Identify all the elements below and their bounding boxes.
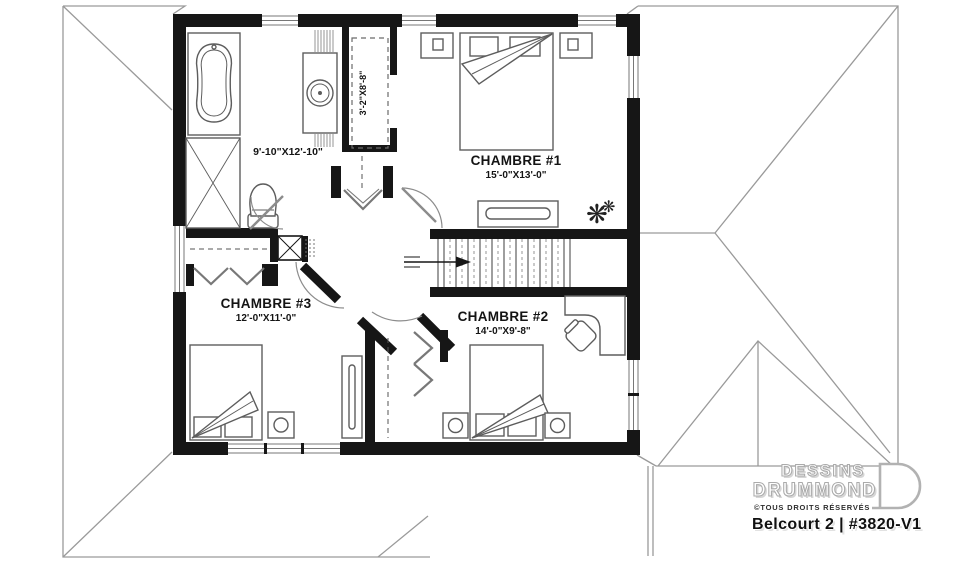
shower-icon bbox=[185, 137, 241, 229]
room-dims-chambre3: 12'-0"X11'-0" bbox=[235, 313, 297, 324]
bifold-doors bbox=[193, 188, 434, 397]
hall-closet-bifold bbox=[193, 267, 265, 286]
nightstand-icon bbox=[267, 411, 295, 439]
bed-icon-chambre3 bbox=[189, 344, 263, 441]
angled-walls bbox=[299, 262, 456, 356]
bathroom bbox=[185, 30, 338, 229]
plumbing-hatch bbox=[314, 30, 334, 147]
roof-outline bbox=[62, 5, 899, 558]
windows bbox=[173, 14, 640, 455]
window-top-chambre1-right bbox=[578, 14, 616, 27]
nightstand-icon bbox=[442, 412, 571, 439]
tall-dresser-icon bbox=[341, 355, 363, 439]
chambre3-furniture bbox=[189, 344, 363, 441]
logo-dessins: DESSINS bbox=[780, 461, 866, 480]
bathroom-dims: 9'-10"X12'-10" bbox=[253, 146, 323, 158]
nightstand-icon bbox=[420, 32, 593, 59]
chambre3-door-arc bbox=[295, 261, 345, 309]
plan-title: Belcourt 2 | #3820-V1 bbox=[752, 516, 922, 533]
desk-chair-icon bbox=[564, 319, 597, 352]
interior-walls bbox=[186, 27, 627, 442]
bed-icon-chambre2 bbox=[469, 344, 549, 441]
hall-doors bbox=[249, 187, 443, 322]
sink-vanity-icon bbox=[302, 52, 338, 134]
window-top-chambre1-left bbox=[402, 14, 436, 27]
chambre2-closet-bifold bbox=[413, 331, 434, 397]
chase-box bbox=[277, 235, 315, 261]
bathroom-door-leaf bbox=[249, 195, 284, 230]
copyright-text: ©TOUS DROITS RÉSERVÉS bbox=[754, 503, 871, 512]
svg-text:❋: ❋ bbox=[602, 199, 615, 216]
dresser-icon-chambre1 bbox=[477, 200, 559, 228]
desk-icon bbox=[564, 295, 626, 356]
room-dims-chambre1: 15'-0"X13'-0" bbox=[485, 170, 547, 181]
drummond-logo-d-icon bbox=[872, 462, 922, 510]
bed-icon-chambre1 bbox=[459, 32, 554, 151]
stairs bbox=[404, 239, 571, 287]
room-label-chambre2: CHAMBRE #2 bbox=[457, 309, 549, 324]
linen-closet-bifold bbox=[343, 189, 383, 211]
window-left-hall bbox=[173, 226, 186, 292]
chambre1-furniture: ❋ ❋ bbox=[420, 32, 615, 229]
plant-icon: ❋ bbox=[586, 199, 608, 229]
window-top-bathroom bbox=[262, 14, 298, 27]
logo-drummond: DRUMMOND bbox=[752, 480, 878, 501]
chambre2-furniture bbox=[442, 295, 626, 441]
chambre1-door-arc bbox=[401, 187, 443, 229]
closet-dashed-outline bbox=[351, 37, 389, 149]
chambre2-door-arc bbox=[371, 311, 423, 322]
closet-dims: 3'-2"X8'-8" bbox=[358, 70, 368, 116]
closet-shelves bbox=[190, 156, 389, 438]
stairs-direction-arrow bbox=[404, 256, 471, 268]
room-dims-chambre2: 14'-0"X9'-8" bbox=[475, 326, 531, 337]
window-right-chambre1 bbox=[627, 56, 640, 98]
bathtub-icon bbox=[187, 32, 241, 136]
window-right-chambre2 bbox=[627, 360, 640, 430]
room-label-chambre1: CHAMBRE #1 bbox=[470, 153, 562, 168]
room-label-chambre3: CHAMBRE #3 bbox=[220, 296, 312, 311]
chambre1-door-leaf bbox=[401, 187, 437, 223]
window-bottom-chambre3 bbox=[228, 442, 340, 455]
